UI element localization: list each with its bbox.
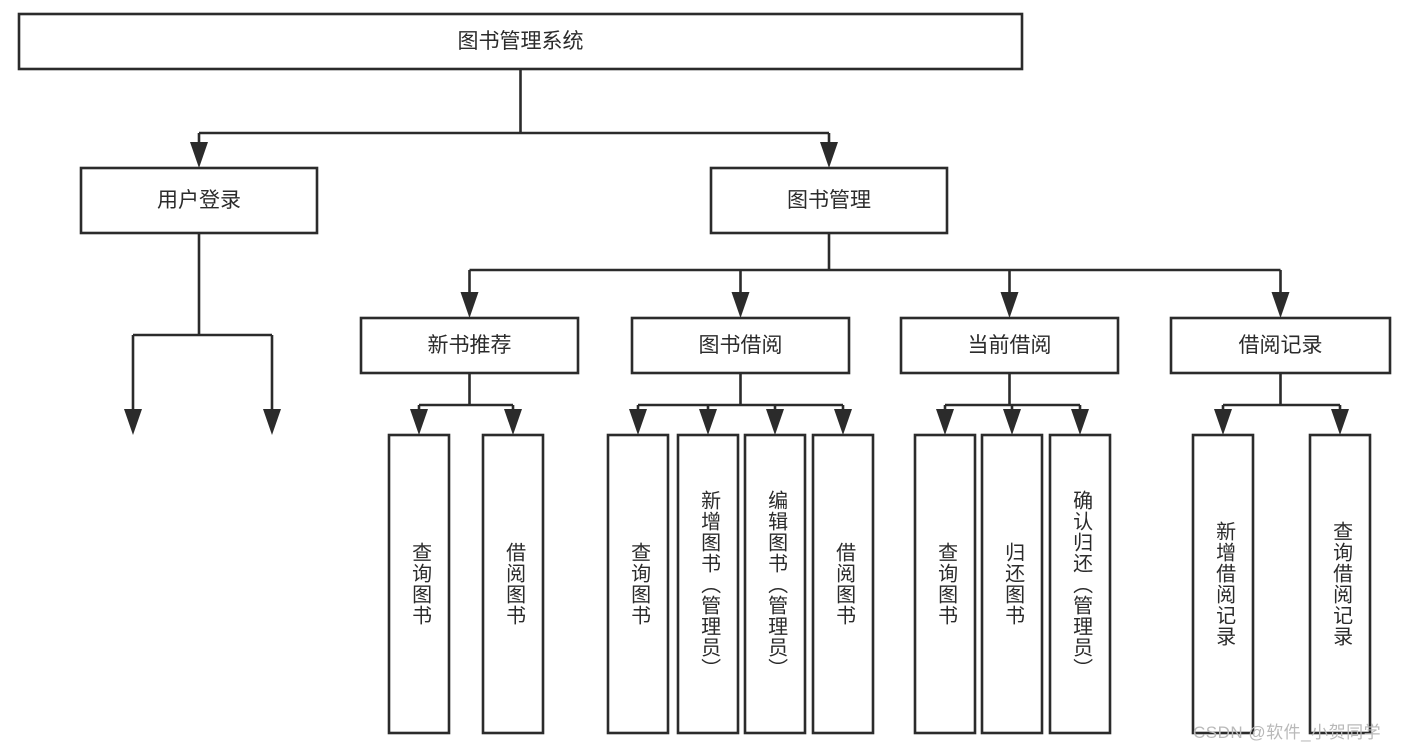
node-图书管理系统[interactable] — [17, 12, 1024, 71]
node-label: 新书推荐 — [428, 334, 512, 357]
connector-layer — [124, 69, 1349, 435]
arrow-head-icon — [410, 409, 428, 435]
node-label: 借阅记录 — [1239, 334, 1323, 357]
arrow-head-icon — [936, 409, 954, 435]
node-确认归还管理员[interactable] — [1048, 433, 1112, 735]
node-借阅图书[interactable] — [811, 433, 875, 735]
arrow-head-icon — [504, 409, 522, 435]
node-当前借阅[interactable] — [899, 316, 1120, 375]
arrow-head-icon — [1331, 409, 1349, 435]
node-编辑图书管理员[interactable] — [743, 433, 807, 735]
node-图书借阅[interactable] — [630, 316, 851, 375]
arrow-head-icon — [124, 409, 142, 435]
node-label: 图书管理系统 — [458, 30, 584, 53]
arrow-head-icon — [1000, 292, 1019, 318]
node-借阅图书[interactable] — [481, 433, 545, 735]
node-图书管理[interactable] — [709, 166, 949, 235]
arrow-head-icon — [629, 409, 647, 435]
node-查询借阅记录[interactable] — [1308, 433, 1372, 735]
node-label: 当前借阅 — [968, 334, 1052, 357]
node-查询图书[interactable] — [606, 433, 670, 735]
csdn-watermark: CSDN @软件_小贺同学 — [1193, 723, 1382, 742]
node-用户登录[interactable] — [79, 166, 319, 235]
arrow-head-icon — [699, 409, 717, 435]
node-查询图书[interactable] — [913, 433, 977, 735]
arrow-head-icon — [731, 292, 750, 318]
arrow-head-icon — [834, 409, 852, 435]
node-label: 图书管理 — [787, 189, 871, 212]
node-label: 图书借阅 — [699, 334, 783, 357]
arrow-head-icon — [1271, 292, 1290, 318]
node-新增图书管理员[interactable] — [676, 433, 740, 735]
arrow-head-icon — [1003, 409, 1021, 435]
node-label: 用户登录 — [157, 189, 241, 212]
node-归还图书[interactable] — [980, 433, 1044, 735]
arrow-head-icon — [1214, 409, 1232, 435]
node-新增借阅记录[interactable] — [1191, 433, 1255, 735]
arrow-head-icon — [766, 409, 784, 435]
arrow-head-icon — [190, 142, 208, 168]
arrow-head-icon — [460, 292, 479, 318]
arrow-head-icon — [263, 409, 281, 435]
arrow-head-icon — [1071, 409, 1089, 435]
arrow-head-icon — [820, 142, 838, 168]
node-查询图书[interactable] — [387, 433, 451, 735]
node-新书推荐[interactable] — [359, 316, 580, 375]
box-layer — [17, 12, 1392, 735]
node-借阅记录[interactable] — [1169, 316, 1392, 375]
